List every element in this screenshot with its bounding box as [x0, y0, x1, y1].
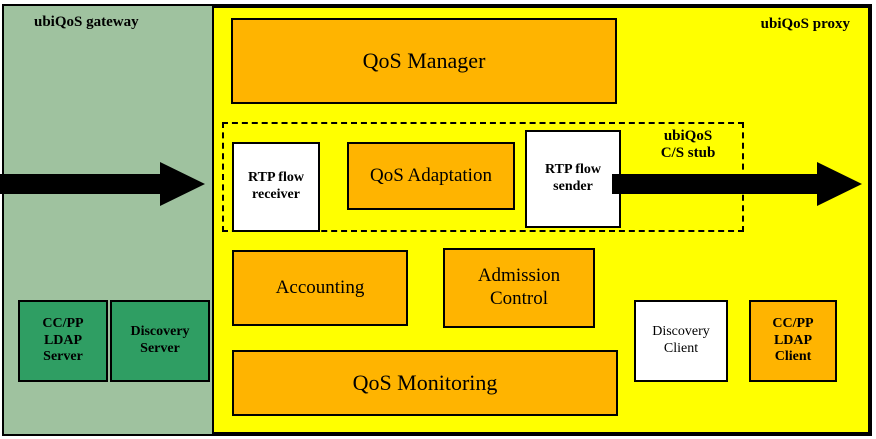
box-qos-manager-label: QoS Manager	[362, 48, 486, 73]
box-discovery-server-label: Discovery Server	[130, 324, 190, 356]
box-accounting-label: Accounting	[275, 277, 365, 298]
box-ccpp-ldap-server[interactable]: CC/PP LDAP Server	[18, 300, 108, 382]
cs-stub-label: ubiQoS C/S stub	[660, 128, 716, 162]
box-accounting[interactable]: Accounting	[232, 250, 408, 326]
proxy-label: ubiQoS proxy	[760, 16, 850, 32]
box-admission-control[interactable]: Admission Control	[443, 248, 595, 328]
box-qos-adaptation-label: QoS Adaptation	[370, 165, 492, 186]
box-admission-control-label: Admission Control	[477, 265, 561, 309]
box-rtp-flow-receiver-label: RTP flow receiver	[248, 170, 304, 202]
box-discovery-client-label: Discovery Client	[652, 324, 710, 356]
box-discovery-server[interactable]: Discovery Server	[110, 300, 210, 382]
box-discovery-client[interactable]: Discovery Client	[634, 300, 728, 382]
box-qos-manager[interactable]: QoS Manager	[231, 18, 617, 104]
gateway-label: ubiQoS gateway	[34, 14, 139, 30]
box-qos-monitoring-label: QoS Monitoring	[352, 370, 498, 395]
box-ccpp-ldap-client-label: CC/PP LDAP Client	[772, 315, 814, 365]
box-qos-adaptation[interactable]: QoS Adaptation	[347, 142, 515, 210]
box-rtp-flow-sender-label: RTP flow sender	[545, 162, 601, 194]
incoming-flow-arrow	[0, 162, 205, 206]
box-ccpp-ldap-server-label: CC/PP LDAP Server	[42, 315, 84, 365]
outgoing-flow-arrow	[612, 162, 862, 206]
box-qos-monitoring[interactable]: QoS Monitoring	[232, 350, 618, 416]
box-rtp-flow-sender[interactable]: RTP flow sender	[525, 130, 621, 228]
box-ccpp-ldap-client[interactable]: CC/PP LDAP Client	[749, 300, 837, 382]
box-rtp-flow-receiver[interactable]: RTP flow receiver	[232, 142, 320, 232]
